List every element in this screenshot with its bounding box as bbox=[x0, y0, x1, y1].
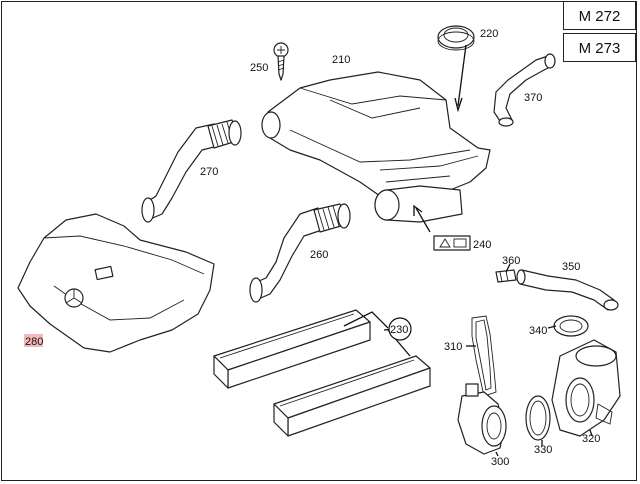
part-label-350[interactable]: 350 bbox=[562, 261, 580, 273]
clamp-ring[interactable] bbox=[525, 395, 551, 441]
warning-label[interactable] bbox=[433, 235, 471, 251]
part-label-320[interactable]: 320 bbox=[582, 433, 600, 445]
part-label-220[interactable]: 220 bbox=[480, 28, 498, 40]
engine-cover[interactable] bbox=[17, 213, 215, 353]
part-label-370[interactable]: 370 bbox=[524, 92, 542, 104]
part-label-250[interactable]: 250 bbox=[250, 62, 268, 74]
callout-circle-230 bbox=[388, 317, 412, 341]
leader-300 bbox=[495, 451, 499, 457]
o-ring[interactable] bbox=[553, 315, 589, 337]
part-label-300[interactable]: 300 bbox=[491, 456, 509, 468]
air-filter-elements[interactable] bbox=[213, 309, 431, 437]
vent-hose[interactable] bbox=[516, 269, 619, 311]
highlight-280 bbox=[24, 334, 43, 347]
intake-connector[interactable] bbox=[551, 339, 621, 437]
model-label-m272: M 272 bbox=[563, 1, 636, 30]
part-label-340[interactable]: 340 bbox=[529, 325, 547, 337]
part-label-330[interactable]: 330 bbox=[534, 444, 552, 456]
hose-clip[interactable] bbox=[495, 269, 517, 283]
part-label-240[interactable]: 240 bbox=[473, 239, 491, 251]
air-filter-housing[interactable] bbox=[261, 71, 491, 223]
leader-340 bbox=[547, 325, 557, 329]
leader-240 bbox=[415, 207, 431, 233]
seal-ring[interactable] bbox=[437, 25, 475, 51]
model-label-m273: M 273 bbox=[563, 33, 636, 62]
part-label-280[interactable]: 280 bbox=[25, 336, 43, 348]
leader-220 bbox=[457, 44, 467, 107]
air-mass-sensor[interactable] bbox=[457, 383, 507, 455]
part-label-310[interactable]: 310 bbox=[444, 341, 462, 353]
part-label-260[interactable]: 260 bbox=[310, 249, 328, 261]
intake-hose-left[interactable] bbox=[141, 119, 242, 223]
part-label-230[interactable]: 230 bbox=[390, 324, 408, 336]
screw[interactable] bbox=[273, 42, 289, 81]
leader-320 bbox=[589, 429, 593, 437]
part-label-360[interactable]: 360 bbox=[502, 255, 520, 267]
intake-hose-right[interactable] bbox=[249, 203, 351, 303]
leader-220-arrow bbox=[454, 97, 463, 113]
part-label-270[interactable]: 270 bbox=[200, 166, 218, 178]
part-label-210[interactable]: 210 bbox=[332, 54, 350, 66]
leader-240-arrow bbox=[413, 204, 423, 216]
gasket[interactable] bbox=[471, 315, 497, 397]
leader-360 bbox=[505, 263, 511, 273]
vent-line[interactable] bbox=[493, 53, 556, 127]
